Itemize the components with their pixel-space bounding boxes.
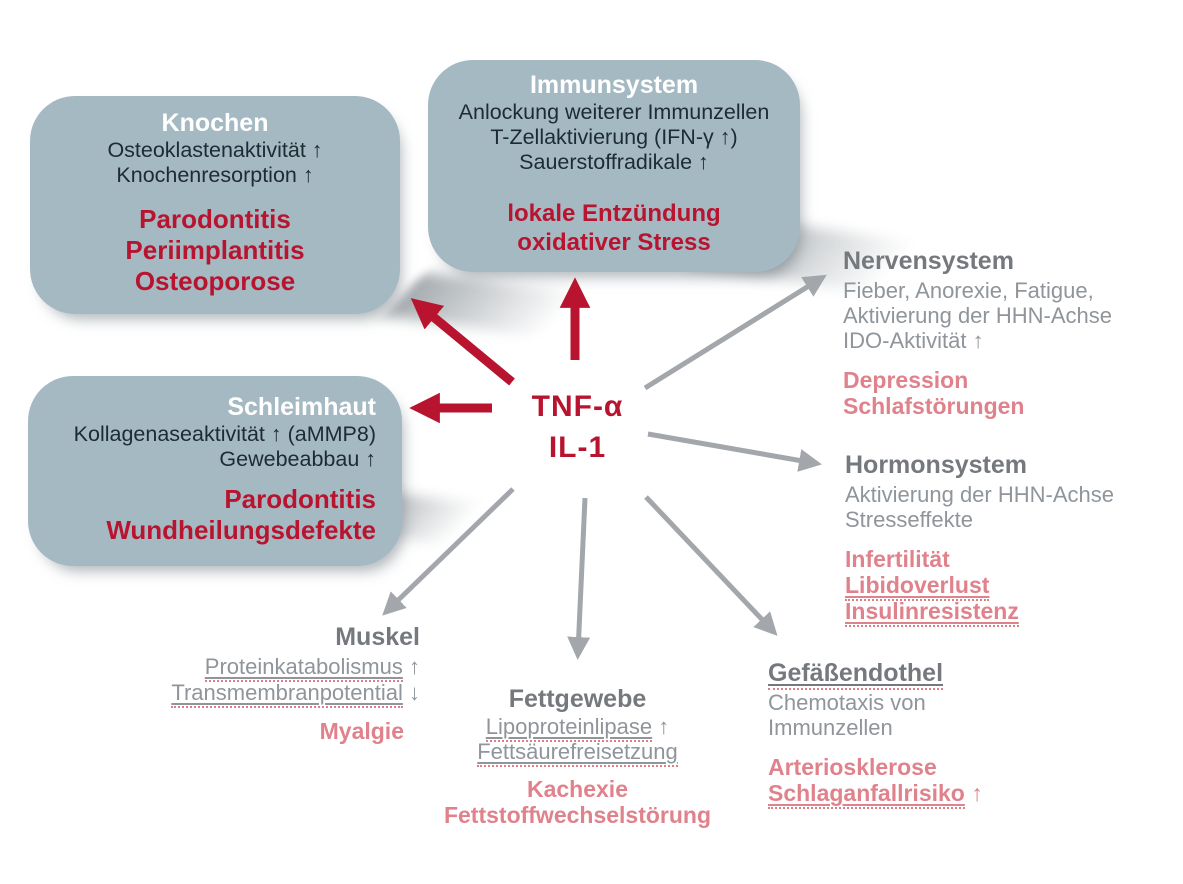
box-immunsystem-line: Anlockung weiterer Immunzellen [458, 100, 770, 124]
box-schleimhaut: Schleimhaut Kollagenaseaktivität ↑ (aMMP… [28, 376, 402, 566]
box-immunsystem-line: Sauerstoffradikale ↑ [519, 150, 709, 174]
box-immunsystem-title: Immunsystem [529, 71, 699, 99]
gefaessendothel-outcome: Arteriosklerose [768, 754, 937, 780]
hormonsystem-outcome: Insulinresistenz [845, 598, 1114, 627]
hormonsystem-outcome: Libidoverlust [845, 572, 1114, 601]
box-schleimhaut-title: Schleimhaut [227, 393, 376, 421]
box-knochen-outcome: Osteoporose [134, 266, 296, 296]
il1-label: IL-1 [548, 431, 607, 464]
gray-arrow-to-gefaessendothel [644, 495, 778, 636]
gefaessendothel-line: Immunzellen [768, 715, 893, 740]
gefaessendothel-line: Chemotaxis von [768, 690, 926, 715]
muskel-line: Proteinkatabolismus ↑ [150, 654, 420, 682]
muskel-title: Muskel [335, 623, 420, 651]
system-hormonsystem: Hormonsystem Aktivierung der HHN-Achse S… [845, 450, 1114, 627]
box-knochen-outcome: Parodontitis [139, 204, 291, 234]
box-immunsystem-outcome: lokale Entzündung [507, 200, 721, 227]
box-schleimhaut-line: Gewebeabbau ↑ [219, 447, 376, 471]
fettgewebe-title: Fettgewebe [508, 685, 647, 713]
muskel-outcome: Myalgie [319, 718, 404, 744]
gray-arrow-to-nervensystem [643, 274, 827, 391]
hormonsystem-outcome: Infertilität [845, 546, 950, 572]
system-nervensystem: Nervensystem Fieber, Anorexie, Fatigue, … [843, 246, 1112, 419]
system-muskel: Muskel Proteinkatabolismus ↑ Transmembra… [150, 622, 420, 744]
red-arrow-to-knochen [410, 298, 515, 386]
gray-arrow-to-hormonsystem [647, 431, 822, 472]
muskel-line: Transmembranpotential ↓ [150, 680, 420, 708]
fettgewebe-line: Lipoproteinlipase ↑ [440, 714, 715, 742]
nervensystem-line: Fieber, Anorexie, Fatigue, [843, 278, 1094, 303]
fettgewebe-outcome: Fettstoffwechselstörung [443, 802, 712, 828]
nervensystem-line: Aktivierung der HHN-Achse [843, 303, 1112, 328]
box-knochen-line: Osteoklastenaktivität ↑ [107, 138, 323, 162]
box-knochen-outcome: Periimplantitis [125, 235, 305, 265]
nervensystem-outcome: Depression [843, 367, 969, 393]
box-schleimhaut-line: Kollagenaseaktivität ↑ (aMMP8) [73, 422, 376, 446]
tnf-alpha-label: TNF-α [531, 390, 624, 423]
nervensystem-line: IDO-Aktivität ↑ [843, 328, 984, 353]
box-knochen-line: Knochenresorption ↑ [116, 163, 314, 187]
hormonsystem-title: Hormonsystem [845, 451, 1027, 479]
gray-arrow-to-muskel [382, 487, 515, 616]
hormonsystem-line: Stresseffekte [845, 507, 973, 532]
tnf-il1-center-label: TNF-α IL-1 [495, 386, 660, 468]
nervensystem-outcome: Schlafstörungen [843, 393, 1025, 419]
box-immunsystem-line: T-Zellaktivierung (IFN-γ ↑) [490, 125, 738, 149]
box-knochen-title: Knochen [161, 109, 269, 137]
fettgewebe-outcome: Kachexie [526, 776, 628, 802]
system-fettgewebe: Fettgewebe Lipoproteinlipase ↑ Fettsäure… [440, 684, 715, 828]
system-gefaessendothel: Gefäßendothel Chemotaxis von Immunzellen… [768, 658, 983, 809]
box-schleimhaut-outcome: Parodontitis [224, 484, 376, 514]
box-schleimhaut-outcome: Wundheilungsdefekte [106, 515, 376, 545]
gefaessendothel-outcome: Schlaganfallrisiko ↑ [768, 780, 983, 809]
nervensystem-title: Nervensystem [843, 247, 1014, 275]
gefaessendothel-title: Gefäßendothel [768, 658, 983, 690]
hormonsystem-line: Aktivierung der HHN-Achse [845, 482, 1114, 507]
box-knochen: Knochen Osteoklastenaktivität ↑ Knochenr… [30, 96, 400, 314]
fettgewebe-line: Fettsäurefreisetzung [440, 739, 715, 767]
box-immunsystem: Immunsystem Anlockung weiterer Immunzell… [428, 60, 800, 272]
box-immunsystem-outcome: oxidativer Stress [517, 229, 711, 256]
gray-arrow-to-fettgewebe [567, 497, 591, 661]
